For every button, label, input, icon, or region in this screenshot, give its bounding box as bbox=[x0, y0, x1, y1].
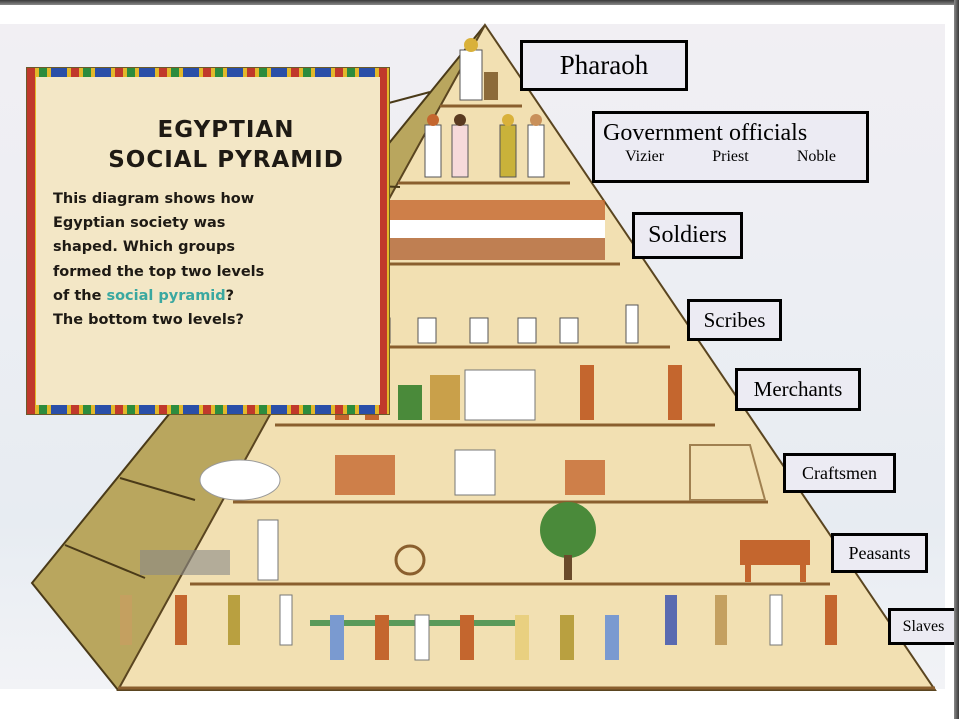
info-body-question: ? The bottom two levels? bbox=[53, 287, 244, 329]
label-soldiers: Soldiers bbox=[632, 212, 743, 259]
label-slaves: Slaves bbox=[888, 608, 959, 645]
label-peasants-text: Peasants bbox=[848, 542, 911, 563]
subgroup-noble: Noble bbox=[796, 148, 836, 165]
label-government-officials: Government officials Vizier Priest Noble bbox=[592, 111, 869, 183]
info-body-text: This diagram shows how Egyptian society … bbox=[53, 191, 265, 304]
craftsmen-figures bbox=[199, 444, 767, 501]
label-officials-title: Government officials bbox=[603, 120, 808, 146]
info-body-highlight: social pyramid bbox=[106, 287, 226, 304]
peasants-figures bbox=[140, 502, 810, 582]
label-merchants-text: Merchants bbox=[753, 377, 843, 401]
info-title-line1: EGYPTIAN bbox=[157, 117, 295, 143]
label-pharaoh: Pharaoh bbox=[520, 40, 688, 91]
info-title-line2: SOCIAL PYRAMID bbox=[108, 147, 344, 173]
label-scribes-text: Scribes bbox=[703, 307, 766, 332]
soldiers-figures bbox=[375, 200, 605, 260]
label-craftsmen: Craftsmen bbox=[783, 453, 896, 493]
subgroup-priest: Priest bbox=[712, 148, 749, 165]
label-peasants: Peasants bbox=[831, 533, 928, 573]
window-right-border bbox=[954, 0, 959, 719]
label-pharaoh-text: Pharaoh bbox=[559, 50, 649, 80]
officials-figures bbox=[424, 114, 545, 178]
officials-subgroups: Vizier Priest Noble bbox=[595, 147, 866, 166]
slaves-figures bbox=[120, 594, 837, 661]
label-craftsmen-text: Craftsmen bbox=[802, 462, 877, 483]
label-soldiers-text: Soldiers bbox=[648, 222, 727, 248]
info-body: This diagram shows how Egyptian society … bbox=[53, 187, 268, 332]
info-box: EGYPTIAN SOCIAL PYRAMID This diagram sho… bbox=[26, 67, 390, 415]
subgroup-vizier: Vizier bbox=[625, 148, 665, 165]
label-merchants: Merchants bbox=[735, 368, 861, 411]
pharaoh-figure bbox=[459, 38, 498, 101]
info-title: EGYPTIAN SOCIAL PYRAMID bbox=[76, 115, 376, 175]
label-scribes: Scribes bbox=[687, 299, 782, 341]
label-slaves-text: Slaves bbox=[902, 617, 945, 635]
window-top-border bbox=[0, 0, 959, 5]
